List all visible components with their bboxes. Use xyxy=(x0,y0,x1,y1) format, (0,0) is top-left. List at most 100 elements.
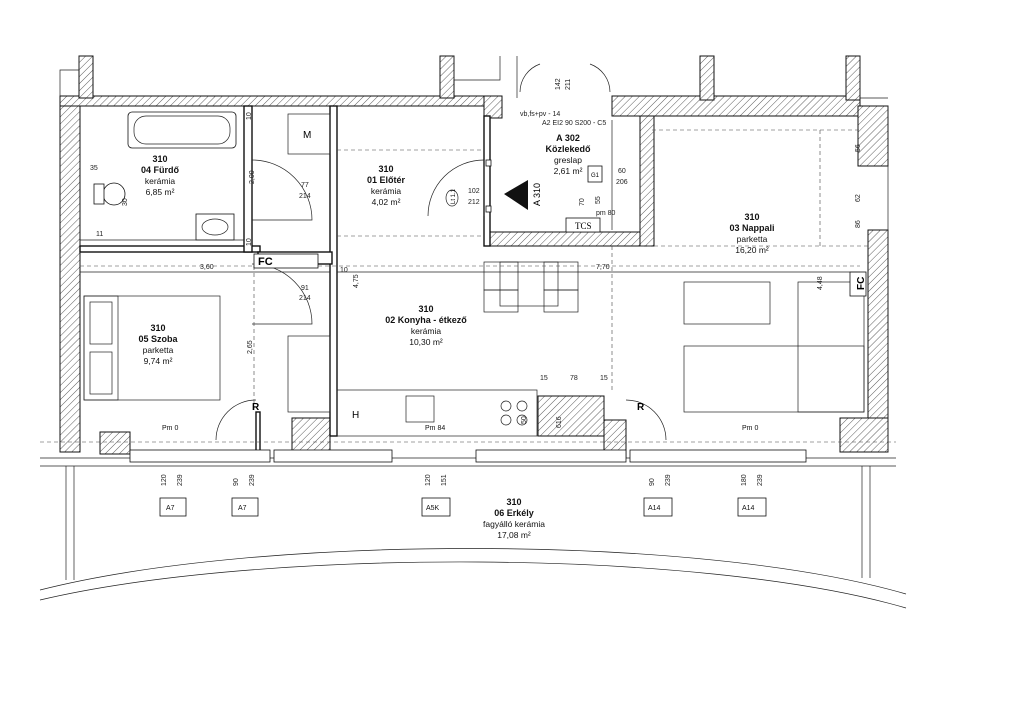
symbol-fc-living: FC xyxy=(849,271,867,297)
svg-text:3,60: 3,60 xyxy=(200,264,214,271)
svg-text:15: 15 xyxy=(540,375,548,382)
svg-text:239: 239 xyxy=(249,474,256,486)
dimensions: 3,60 7,70 2,00 2,65 4,75 4,48 77 214 91 … xyxy=(80,78,862,428)
svg-text:310: 310 xyxy=(378,164,393,174)
svg-text:214: 214 xyxy=(299,193,311,200)
svg-text:17,08 m²: 17,08 m² xyxy=(497,530,531,540)
svg-text:fagyálló kerámia: fagyálló kerámia xyxy=(483,519,545,529)
svg-text:7,70: 7,70 xyxy=(596,264,610,271)
symbol-m: M xyxy=(303,130,311,141)
level-pm84: Pm 84 xyxy=(425,425,445,432)
room-label-erkely: 310 06 Erkély fagyálló kerámia 17,08 m² xyxy=(483,497,545,540)
svg-text:142: 142 xyxy=(555,78,562,90)
opening-a7-right: 90 239 A7 xyxy=(231,474,259,517)
svg-text:16,20 m²: 16,20 m² xyxy=(735,245,769,255)
symbol-tcs: TCS xyxy=(565,217,601,233)
svg-text:206: 206 xyxy=(616,179,628,186)
level-pm0-left: Pm 0 xyxy=(162,425,178,432)
svg-text:239: 239 xyxy=(757,474,764,486)
svg-text:56: 56 xyxy=(855,144,862,152)
note-door-spec: A2 EI2 90 S200 - C5 xyxy=(542,120,606,127)
svg-text:11: 11 xyxy=(96,231,103,238)
opening-a14-right: 180 239 A14 xyxy=(737,474,767,517)
svg-text:239: 239 xyxy=(177,474,184,486)
svg-text:2,65: 2,65 xyxy=(247,340,254,354)
svg-text:239: 239 xyxy=(665,474,672,486)
dashed-guides xyxy=(80,129,868,412)
svg-text:10,30 m²: 10,30 m² xyxy=(409,337,443,347)
room-label-nappali: 310 03 Nappali parketta 16,20 m² xyxy=(729,212,774,255)
opening-a14-left: 90 239 A14 xyxy=(643,474,673,517)
svg-text:10: 10 xyxy=(246,112,253,120)
svg-text:03 Nappali: 03 Nappali xyxy=(729,223,774,233)
svg-text:4,48: 4,48 xyxy=(817,276,824,290)
room-label-kozlekedo: A 302 Közlekedő greslap 2,61 m² xyxy=(545,133,591,176)
symbol-r-left: R xyxy=(252,402,260,413)
svg-text:211: 211 xyxy=(565,79,572,90)
svg-text:A 302: A 302 xyxy=(556,133,580,143)
svg-text:kerámia: kerámia xyxy=(145,176,176,186)
svg-text:01 Előtér: 01 Előtér xyxy=(367,175,406,185)
svg-text:78: 78 xyxy=(570,375,578,382)
svg-text:214: 214 xyxy=(299,295,311,302)
svg-text:A14: A14 xyxy=(648,505,661,512)
room-label-szoba: 310 05 Szoba parketta 9,74 m² xyxy=(138,323,178,366)
svg-text:10: 10 xyxy=(340,267,348,274)
svg-text:90: 90 xyxy=(233,478,240,486)
svg-text:kerámia: kerámia xyxy=(371,186,402,196)
svg-text:35: 35 xyxy=(90,165,98,172)
svg-text:90: 90 xyxy=(649,478,656,486)
svg-text:parketta: parketta xyxy=(737,234,768,244)
svg-text:FC: FC xyxy=(856,277,867,290)
svg-text:310: 310 xyxy=(152,154,167,164)
svg-text:A5K: A5K xyxy=(426,505,440,512)
svg-text:A7: A7 xyxy=(166,505,175,512)
svg-text:310: 310 xyxy=(150,323,165,333)
svg-text:102: 102 xyxy=(468,188,480,195)
svg-text:FC: FC xyxy=(258,256,273,268)
svg-text:A7: A7 xyxy=(238,505,247,512)
svg-text:2,61 m²: 2,61 m² xyxy=(554,166,583,176)
svg-text:Lt 1.1: Lt 1.1 xyxy=(451,188,457,204)
svg-text:60: 60 xyxy=(618,168,626,175)
svg-text:15: 15 xyxy=(600,375,608,382)
svg-text:120: 120 xyxy=(425,474,432,486)
svg-text:212: 212 xyxy=(468,199,480,206)
symbol-fc-hall: FC xyxy=(253,253,319,269)
svg-text:9,74 m²: 9,74 m² xyxy=(144,356,173,366)
svg-text:180: 180 xyxy=(741,474,748,486)
symbol-h: H xyxy=(352,410,359,421)
svg-text:04 Fürdő: 04 Fürdő xyxy=(141,165,180,175)
svg-text:6,85 m²: 6,85 m² xyxy=(146,187,175,197)
svg-text:151: 151 xyxy=(441,474,448,486)
bathtub xyxy=(127,111,237,149)
svg-text:2,00: 2,00 xyxy=(249,170,256,184)
svg-text:120: 120 xyxy=(161,474,168,486)
room-label-konyha: 310 02 Konyha - étkező kerámia 10,30 m² xyxy=(385,304,467,347)
symbol-g1: G1 xyxy=(587,165,603,183)
level-pm0-right: Pm 0 xyxy=(742,425,758,432)
unit-arrow: A 310 xyxy=(504,180,542,210)
svg-text:86: 86 xyxy=(855,220,862,228)
svg-text:parketta: parketta xyxy=(143,345,174,355)
svg-text:50: 50 xyxy=(521,416,528,424)
svg-text:06 Erkély: 06 Erkély xyxy=(494,508,534,518)
furniture xyxy=(83,261,865,437)
svg-text:55: 55 xyxy=(595,196,602,204)
svg-text:05 Szoba: 05 Szoba xyxy=(138,334,178,344)
svg-text:4,75: 4,75 xyxy=(353,274,360,288)
room-label-furdo: 310 04 Fürdő kerámia 6,85 m² xyxy=(141,154,180,197)
svg-text:70: 70 xyxy=(579,198,586,206)
room-label-eloter: 310 01 Előtér kerámia 4,02 m² xyxy=(367,164,406,207)
note-top: vb,fs+pv - 14 xyxy=(520,111,560,118)
bathroom-fixtures xyxy=(80,111,331,241)
svg-text:A 310: A 310 xyxy=(532,183,542,206)
svg-text:A14: A14 xyxy=(742,505,755,512)
svg-text:30: 30 xyxy=(122,198,129,206)
svg-text:02 Konyha - étkező: 02 Konyha - étkező xyxy=(385,315,467,325)
svg-text:Közlekedő: Közlekedő xyxy=(545,144,591,154)
svg-text:greslap: greslap xyxy=(554,155,582,165)
svg-text:4,02 m²: 4,02 m² xyxy=(372,197,401,207)
svg-text:310: 310 xyxy=(418,304,433,314)
